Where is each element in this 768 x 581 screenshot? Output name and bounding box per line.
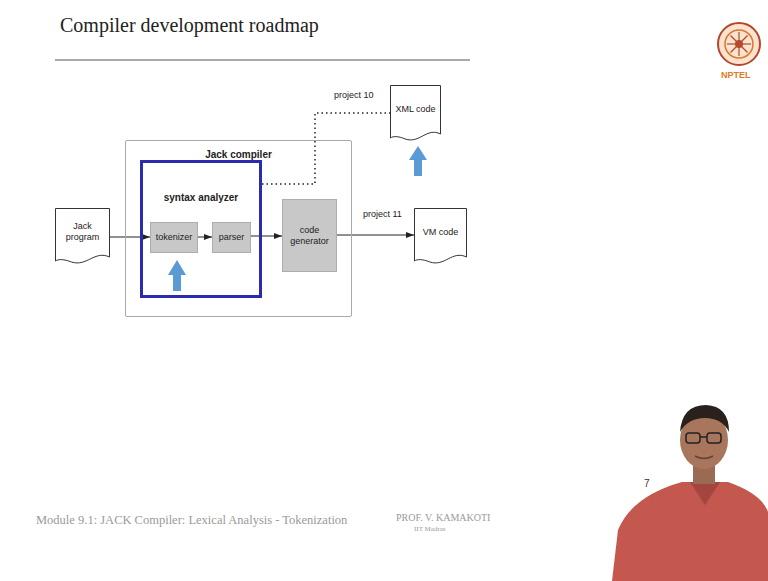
flow-arrow: [251, 236, 282, 237]
node-label: tokenizer: [156, 232, 193, 243]
flow-arrow: [337, 235, 414, 236]
title-rule: [55, 60, 470, 61]
node-label: parser: [219, 232, 245, 243]
slide-title: Compiler development roadmap: [60, 14, 319, 37]
node-label: code generator: [286, 225, 333, 247]
nptel-logo: [718, 23, 760, 65]
process-box: tokenizer: [150, 222, 198, 253]
footer-module: Module 9.1: JACK Compiler: Lexical Analy…: [36, 513, 347, 528]
node-label: XML code: [395, 104, 435, 115]
pointer-arrow: [168, 260, 186, 291]
group-heading: syntax analyzer: [164, 192, 239, 204]
flow-arrow: [110, 237, 150, 238]
compiler-box: Jack compilersyntax analyzertokenizerpar…: [125, 140, 352, 317]
document-shape: Jack program: [55, 208, 110, 265]
edge-label: project 10: [333, 90, 375, 100]
document-shape: XML code: [390, 85, 441, 142]
process-box: parser: [212, 222, 251, 253]
logo-text: NPTEL: [721, 70, 751, 80]
flow-arrow: [198, 237, 212, 238]
footer-author: PROF. V. KAMAKOTI: [396, 512, 490, 523]
analyzer-box: syntax analyzer tokenizer parser: [140, 160, 262, 298]
process-box: code generator: [282, 199, 337, 272]
dotted-connector: [262, 113, 390, 184]
footer-institute: IIT Madras: [414, 525, 446, 533]
pointer-arrow: [409, 146, 427, 176]
node-label: Jack program: [59, 221, 106, 243]
edge-label: project 11: [362, 209, 403, 219]
node-label: VM code: [423, 227, 459, 238]
document-shape: VM code: [414, 208, 467, 265]
page-number: 7: [644, 478, 650, 489]
presenter-figure: [612, 405, 768, 581]
